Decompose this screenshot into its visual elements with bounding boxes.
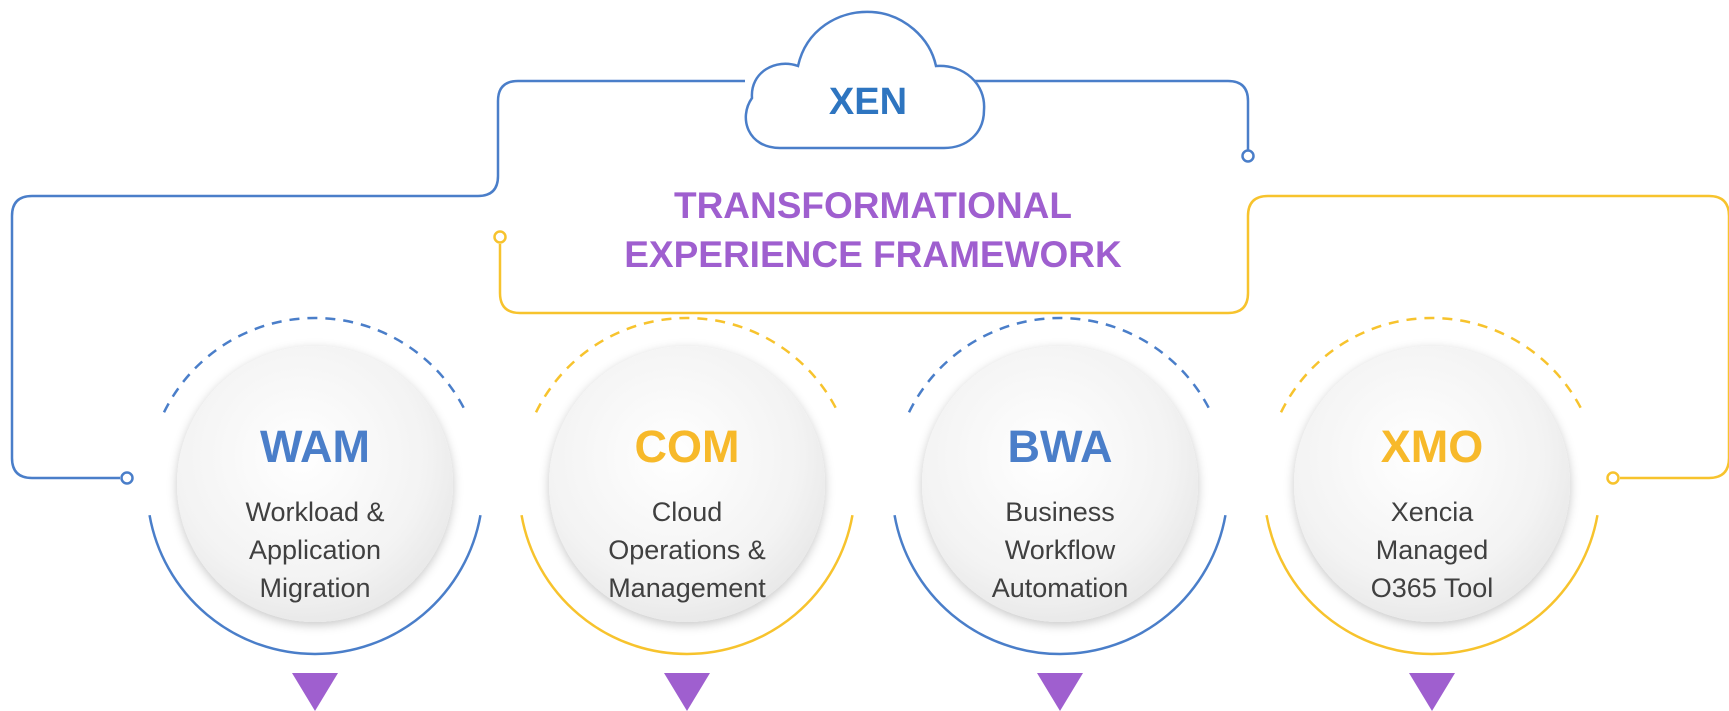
pillar-disc <box>177 346 453 622</box>
pillar-pointer-triangle <box>292 673 338 711</box>
pillar-solid-arc <box>520 514 854 656</box>
pillar-abbr: COM <box>635 421 740 472</box>
pillar-abbr: BWA <box>1008 421 1113 472</box>
pillar-pointer-triangle <box>664 673 710 711</box>
pillar-solid-arc <box>893 514 1227 656</box>
pillar-pointer-triangle <box>1409 673 1455 711</box>
pillar-description-line: Application <box>249 535 381 565</box>
pillar-description-line: Managed <box>1376 535 1489 565</box>
pillar-description-line: Business <box>1005 497 1115 527</box>
pillar-disc <box>1294 346 1570 622</box>
wam-connector-node <box>120 471 134 485</box>
pillar-description-line: Automation <box>992 573 1129 603</box>
yellow-connector-end-node <box>493 230 507 244</box>
blue-connector-line <box>10 79 1250 480</box>
pillar-abbr: XMO <box>1381 421 1484 472</box>
pillar-dashed-arc <box>1279 316 1585 413</box>
pillar-description-line: Workflow <box>1005 535 1116 565</box>
pillar-description-line: Xencia <box>1391 497 1475 527</box>
pillar-disc <box>549 346 825 622</box>
pillar-description-line: Migration <box>259 573 370 603</box>
pillar-disc <box>922 346 1198 622</box>
pillar-description-line: O365 Tool <box>1371 573 1494 603</box>
xmo-connector-node <box>1606 471 1620 485</box>
pillar-solid-arc <box>148 514 482 656</box>
pillar-description-line: Management <box>608 573 766 603</box>
framework-title-line1: TRANSFORMATIONAL <box>674 185 1072 226</box>
pillar-solid-arc <box>1265 514 1599 656</box>
pillar-dashed-arc <box>907 316 1213 413</box>
pillar-abbr: WAM <box>260 421 370 472</box>
pillar-description-line: Cloud <box>652 497 723 527</box>
pillar-dashed-arc <box>162 316 468 413</box>
blue-connector-end-node <box>1241 149 1255 163</box>
pillar-dashed-arc <box>534 316 840 413</box>
cloud-icon <box>744 10 986 150</box>
pillar-description-line: Workload & <box>245 497 384 527</box>
pillar-pointer-triangle <box>1037 673 1083 711</box>
pillar-description-line: Operations & <box>608 535 766 565</box>
framework-title-line2: EXPERIENCE FRAMEWORK <box>624 234 1122 275</box>
brand-name: XEN <box>829 81 907 123</box>
